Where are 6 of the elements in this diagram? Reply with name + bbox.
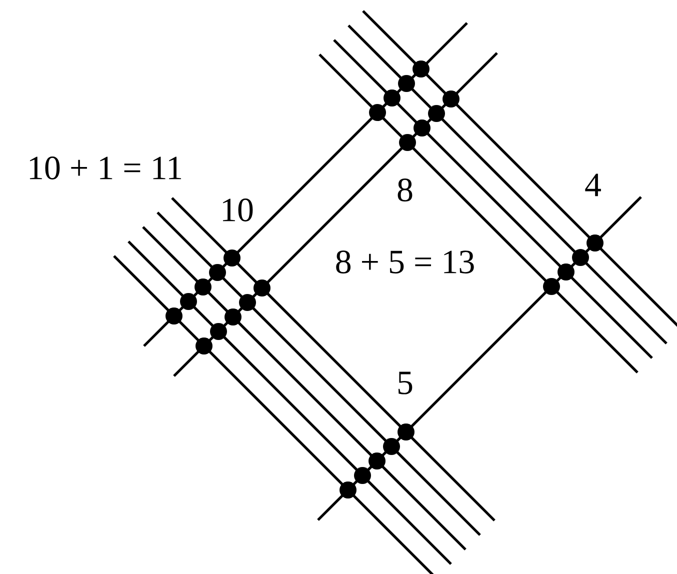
number-label: 8 <box>398 178 412 202</box>
number-label: 4 <box>585 174 601 196</box>
number-label: 5 <box>398 372 412 394</box>
number-label: 10 + 1 = 11 <box>30 156 182 180</box>
number-label: 10 <box>223 198 253 222</box>
number-label: 8 + 5 = 13 <box>336 250 474 274</box>
